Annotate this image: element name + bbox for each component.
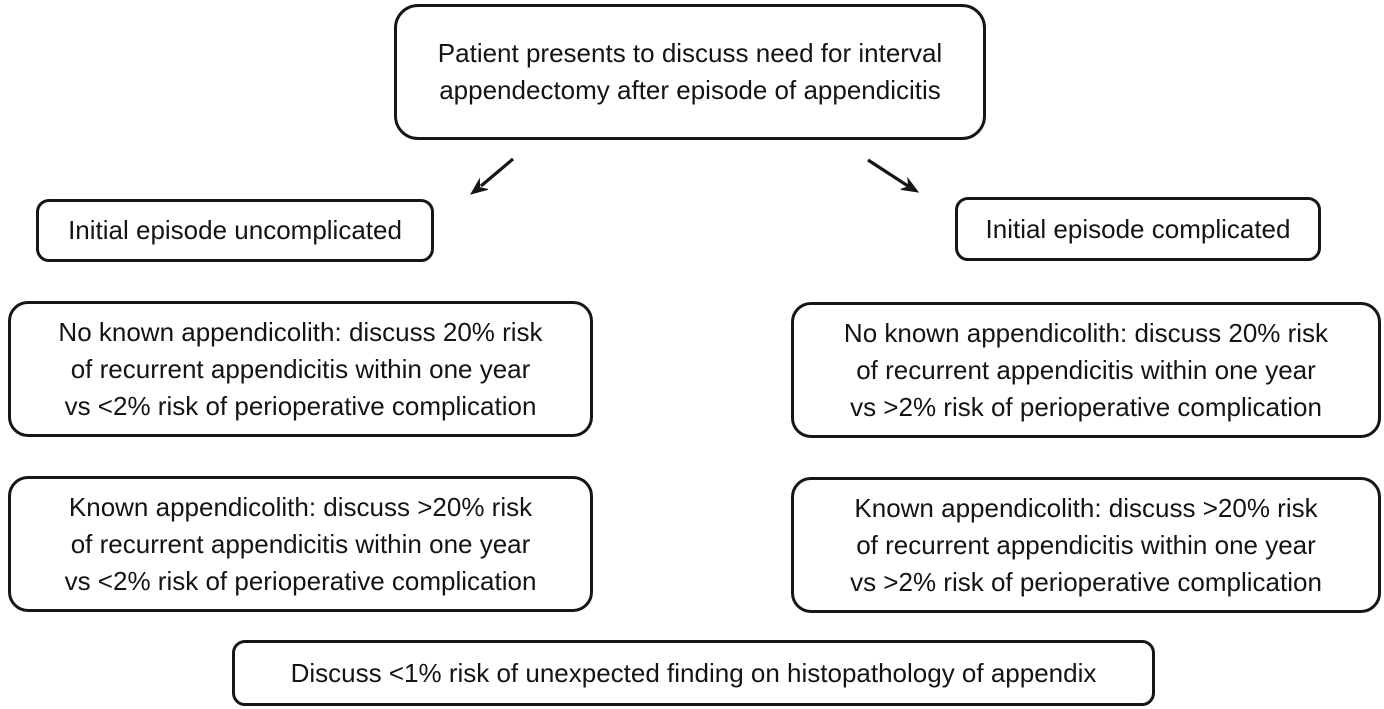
node-line: No known appendicolith: discuss 20% risk <box>843 317 1329 348</box>
node-line: Known appendicolith: discuss >20% risk <box>68 491 533 522</box>
node-line: vs <2% risk of perioperative complicatio… <box>64 390 537 421</box>
node-line: vs >2% risk of perioperative complicatio… <box>850 566 1322 597</box>
node-histopathology-note: Discuss <1% risk of unexpected finding o… <box>232 640 1155 706</box>
node-line: Initial episode complicated <box>985 213 1291 244</box>
branch-arrow-right-icon <box>867 158 920 193</box>
node-line: No known appendicolith: discuss 20% risk <box>58 316 543 347</box>
node-initial-episode-uncomplicated: Initial episode uncomplicated <box>36 199 434 262</box>
node-complicated-known-appendicolith: Known appendicolith: discuss >20% risk o… <box>791 477 1381 613</box>
node-line: Initial episode uncomplicated <box>68 215 402 245</box>
node-uncomplicated-known-appendicolith: Known appendicolith: discuss >20% risk o… <box>8 476 593 612</box>
node-initial-episode-complicated: Initial episode complicated <box>955 197 1321 261</box>
node-line: of recurrent appendicitis within one yea… <box>70 528 531 559</box>
node-patient-presents: Patient presents to discuss need for int… <box>394 4 986 140</box>
node-line: of recurrent appendicitis within one yea… <box>856 529 1316 560</box>
node-line: vs <2% risk of perioperative complicatio… <box>64 565 537 596</box>
node-uncomplicated-no-appendicolith: No known appendicolith: discuss 20% risk… <box>8 301 593 437</box>
node-line: appendectomy after episode of appendicit… <box>439 75 941 105</box>
node-line: Discuss <1% risk of unexpected finding o… <box>290 657 1097 688</box>
node-line: of recurrent appendicitis within one yea… <box>70 353 531 384</box>
node-line: Patient presents to discuss need for int… <box>437 38 943 68</box>
node-line: Known appendicolith: discuss >20% risk <box>854 492 1318 523</box>
branch-arrow-left-icon <box>469 157 515 195</box>
node-line: vs >2% risk of perioperative complicatio… <box>850 391 1322 422</box>
node-line: of recurrent appendicitis within one yea… <box>856 354 1316 385</box>
node-complicated-no-appendicolith: No known appendicolith: discuss 20% risk… <box>791 302 1381 438</box>
